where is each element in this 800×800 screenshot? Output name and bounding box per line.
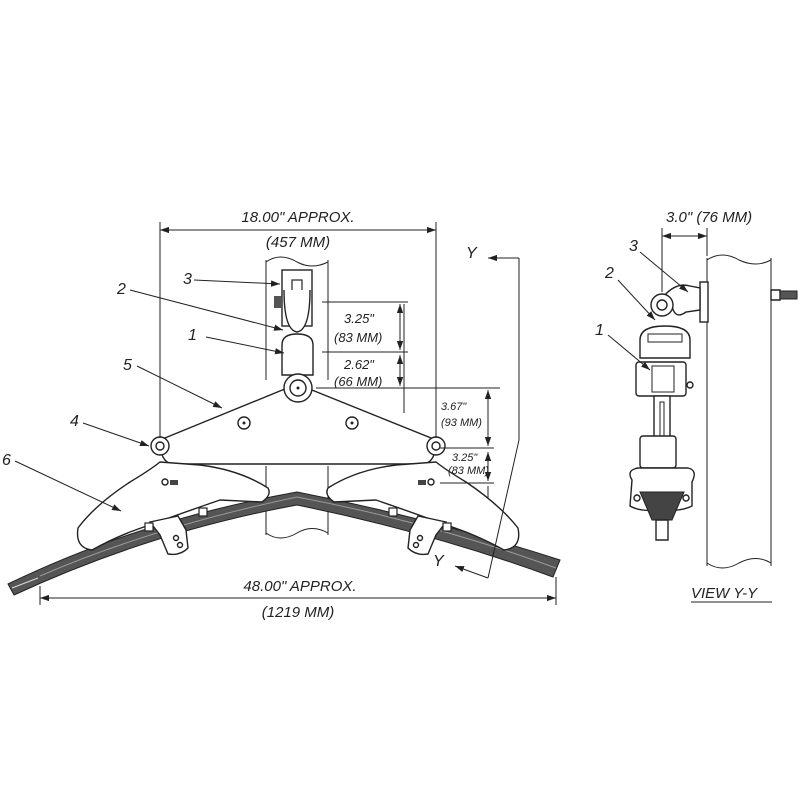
section-line: Y Y xyxy=(433,245,520,579)
plate-in-label: 3.67" xyxy=(441,401,467,413)
side-callout-2: 2 xyxy=(604,265,614,282)
through-bolt xyxy=(699,281,798,323)
top-width-in-label: 18.00" APPROX. xyxy=(241,209,354,226)
side-hook xyxy=(650,284,701,317)
callout-1: 1 xyxy=(188,327,197,344)
side-view: 3.0" (76 MM) 3 2 1 VIEW Y-Y xyxy=(595,209,798,603)
side-callouts: 3 2 1 xyxy=(595,238,689,371)
offset-dimension: 3.0" (76 MM) xyxy=(661,209,752,292)
bottom-width-dimension: 48.00" APPROX. (1219 MM) xyxy=(39,577,557,621)
plate-mm-label: (93 MM) xyxy=(441,417,482,429)
callout-5: 5 xyxy=(123,357,132,374)
top-width-dimension: 18.00" APPROX. (457 MM) xyxy=(159,209,437,438)
plate-dimensions: 3.67" (93 MM) 3.25" (83 MM) xyxy=(440,390,494,498)
section-bottom-label: Y xyxy=(433,553,445,570)
left-clamp xyxy=(76,461,270,556)
suspension-hardware xyxy=(274,269,314,403)
side-clamp xyxy=(629,435,695,541)
top-width-mm-label: (457 MM) xyxy=(266,234,330,251)
side-callout-1: 1 xyxy=(595,322,604,339)
side-callout-3: 3 xyxy=(629,238,638,255)
offset-label: 3.0" (76 MM) xyxy=(666,209,752,226)
clamp-mm-label: (83 MM) xyxy=(448,465,489,477)
callout-3: 3 xyxy=(183,271,192,288)
front-view: 18.00" APPROX. (457 MM) 3.25" (83 MM) 2.… xyxy=(2,209,561,621)
section-top-label: Y xyxy=(466,245,478,262)
bottom-width-mm-label: (1219 MM) xyxy=(262,604,335,621)
callout-2: 2 xyxy=(116,281,126,298)
hardware-dimensions: 3.25" (83 MM) 2.62" (66 MM) xyxy=(316,301,500,413)
clevis-mm-label: (66 MM) xyxy=(334,374,382,389)
clamp-in-label: 3.25" xyxy=(452,452,478,464)
side-pole xyxy=(706,254,772,569)
view-label: VIEW Y-Y xyxy=(691,585,758,602)
clevis-in-label: 2.62" xyxy=(343,357,375,372)
right-clamp xyxy=(326,461,520,556)
shackle-mm-label: (83 MM) xyxy=(334,330,382,345)
callout-6: 6 xyxy=(2,452,11,469)
shackle-in-label: 3.25" xyxy=(344,311,375,326)
bottom-width-in-label: 48.00" APPROX. xyxy=(243,578,356,595)
callout-4: 4 xyxy=(70,413,79,430)
callouts: 3 2 1 5 4 6 xyxy=(2,271,285,512)
